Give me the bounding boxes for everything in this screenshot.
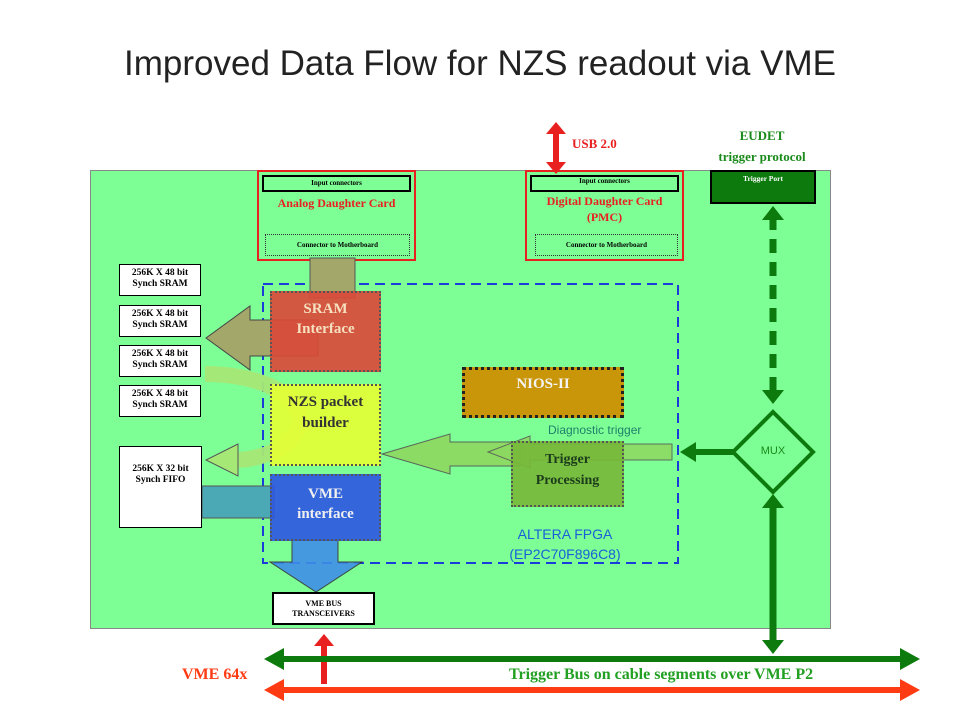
fifo-type: Synch FIFO (135, 475, 186, 485)
sram-chip-4-type: Synch SRAM (132, 400, 188, 410)
sram-interface-label-2: Interface (296, 321, 355, 337)
bus-top-arrowhead (762, 640, 784, 654)
trigger-processing-label-2: Processing (535, 473, 600, 488)
mux-diamond (730, 409, 816, 495)
trigger-bus-left-head (264, 648, 284, 670)
sram-interface-block: SRAM Interface (270, 291, 381, 372)
trigger-port: Trigger Port (710, 170, 816, 204)
analog-card-name: Analog Daughter Card (277, 196, 396, 210)
nzs-builder-label-2: builder (302, 415, 349, 431)
sram-chip-1-size: 256K X 48 bit (131, 268, 189, 278)
fpga-part-number: (EP2C70F896C8) (509, 546, 621, 562)
sram-chip-3-type: Synch SRAM (132, 360, 188, 370)
sram-chip-2: 256K X 48 bit Synch SRAM (119, 305, 201, 337)
vme-interface-block: VME interface (270, 474, 381, 541)
sram-chip-4: 256K X 48 bit Synch SRAM (119, 385, 201, 417)
vme-bus-transceivers: VME BUS TRANSCEIVERS (272, 592, 375, 625)
vme-transceivers-label-1: VME BUS (305, 599, 342, 608)
nios-ii-block: NIOS-II (462, 367, 624, 418)
fifo-size: 256K X 32 bit (132, 464, 189, 474)
mux-top-arrowhead (762, 390, 784, 404)
synch-fifo: 256K X 32 bit Synch FIFO (119, 446, 202, 528)
digital-input-connectors: Input connectors (530, 175, 679, 192)
vme-if-to-transceivers-arrow (268, 539, 364, 593)
mux-bottom-arrowhead (762, 494, 784, 508)
analog-input-connectors: Input connectors (262, 175, 411, 192)
digital-card-pmc: (PMC) (586, 210, 623, 224)
digital-connector-to-motherboard: Connector to Motherboard (535, 234, 678, 256)
eudet-label: EUDET (739, 128, 785, 143)
sram-to-nzs-arrowhead (204, 443, 239, 477)
digital-daughter-card: Input connectors Digital Daughter Card (… (525, 170, 684, 261)
vme-transceivers-label-2: TRANSCEIVERS (292, 609, 355, 618)
sram-interface-label-1: SRAM (303, 301, 348, 317)
usb-label: USB 2.0 (572, 136, 617, 151)
trigger-to-nzs-arrow (380, 433, 521, 475)
trigger-bus-label: Trigger Bus on cable segments over VME P… (509, 666, 814, 684)
trigger-port-arrowhead (762, 206, 784, 220)
diagnostic-trigger-label: Diagnostic trigger (548, 423, 642, 437)
sram-chip-2-size: 256K X 48 bit (131, 309, 189, 319)
transceiver-arrowhead (314, 634, 334, 646)
usb-arrow-up (546, 122, 566, 134)
usb-arrow-down (546, 162, 566, 174)
fpga-label: ALTERA FPGA (517, 526, 613, 542)
trigger-protocol-label: trigger protocol (718, 149, 806, 164)
sram-chip-4-size: 256K X 48 bit (131, 389, 189, 399)
vme-bus-left-head (264, 679, 284, 701)
page-title: Improved Data Flow for NZS readout via V… (124, 44, 836, 83)
sram-chip-1: 256K X 48 bit Synch SRAM (119, 264, 201, 296)
vme64x-label: VME 64x (182, 666, 248, 683)
sram-chip-1-type: Synch SRAM (132, 279, 188, 289)
trigger-processing-block: Trigger Processing (511, 441, 624, 507)
fifo-to-vme-arrow (201, 485, 275, 519)
sram-chip-2-type: Synch SRAM (132, 320, 188, 330)
vme-interface-label-1: VME (308, 486, 343, 502)
trigger-bus-right-head (900, 648, 920, 670)
sram-chip-3: 256K X 48 bit Synch SRAM (119, 345, 201, 377)
fpga-boundary (262, 283, 679, 564)
sram-chip-3-size: 256K X 48 bit (131, 349, 189, 359)
analog-daughter-card: Input connectors Analog Daughter Card Co… (257, 170, 416, 261)
vme-interface-label-2: interface (297, 506, 354, 522)
mux-left-arrowhead (680, 442, 696, 462)
digital-card-name: Digital Daughter Card (546, 194, 663, 208)
analog-connector-to-motherboard: Connector to Motherboard (265, 234, 410, 256)
motherboard (90, 170, 831, 629)
vme-bus-right-head (900, 679, 920, 701)
trigger-processing-label-1: Trigger (545, 452, 590, 467)
nzs-packet-builder-block: NZS packet builder (270, 384, 381, 466)
mux-label: MUX (760, 445, 786, 457)
nzs-builder-label-1: NZS packet (287, 394, 364, 410)
